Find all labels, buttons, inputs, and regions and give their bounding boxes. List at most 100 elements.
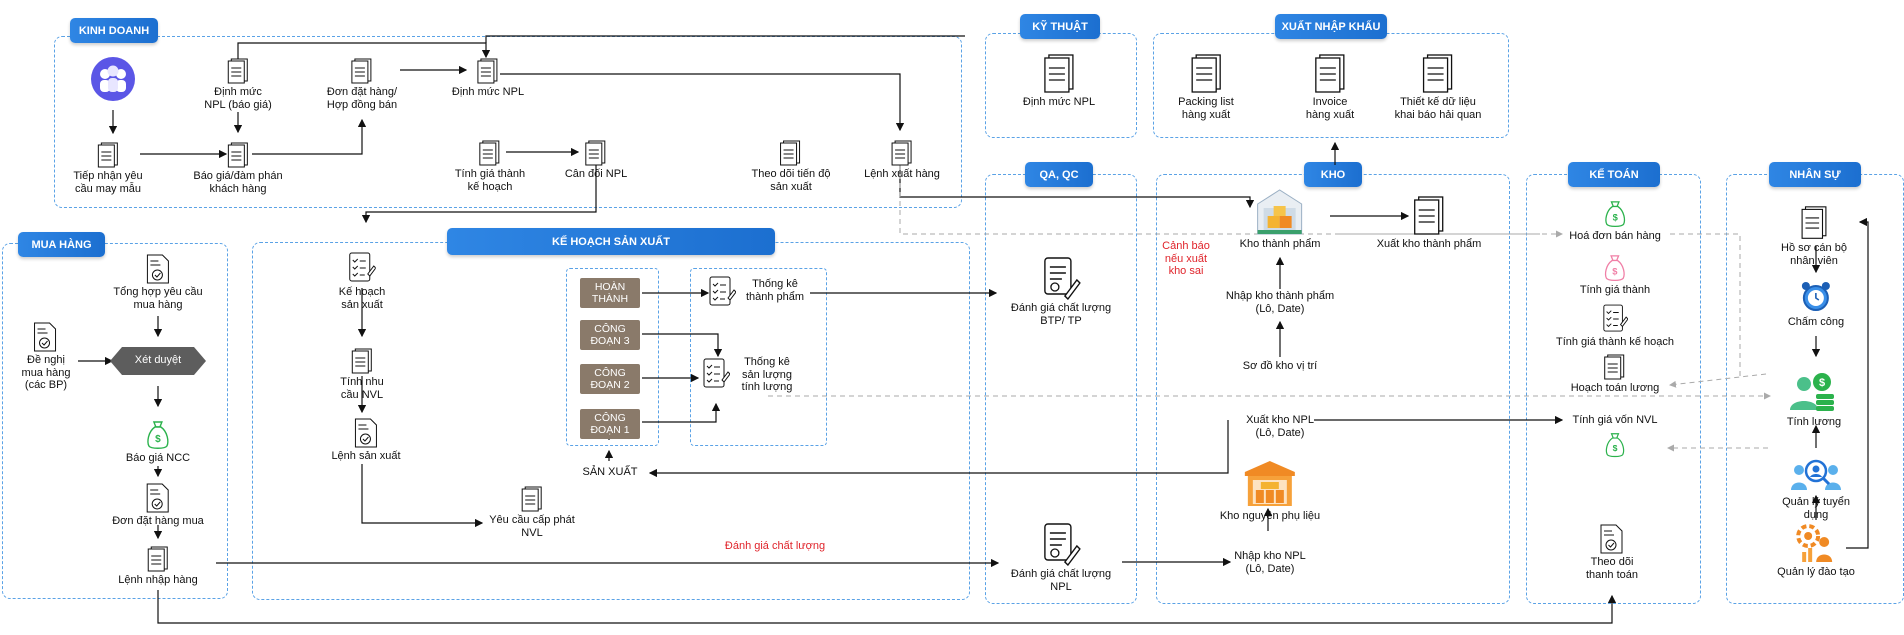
don-dat-hang-mua-node[interactable]: Đơn đặt hàng mua bbox=[112, 483, 204, 528]
theo-doi-tien-do-label: Theo dõi tiến độ sản xuất bbox=[751, 168, 831, 193]
quan-ly-dao-tao-node[interactable]: Quản lý đào tạo bbox=[1777, 522, 1855, 579]
yeu-cau-cap-phat-label: Yêu cầu cấp phát NVL bbox=[489, 514, 575, 539]
xet-duyet-decision[interactable]: Xét duyệt bbox=[110, 347, 206, 375]
thong-ke-sl-icon[interactable] bbox=[702, 358, 730, 392]
danh-gia-chat-luong-label: Đánh giá chất lượng bbox=[724, 540, 826, 552]
dg-npl-label: Đánh giá chất lượng NPL bbox=[1010, 568, 1112, 593]
document-icon bbox=[891, 140, 912, 166]
document-icon bbox=[227, 142, 248, 168]
xuat-kho-tp-node[interactable]: Xuất kho thành phẩm bbox=[1377, 196, 1481, 251]
kho-npl-node[interactable]: Kho nguyên phụ liệu bbox=[1220, 460, 1320, 523]
tinh-gia-thanh-node[interactable]: $ Tính giá thành bbox=[1580, 254, 1650, 297]
dinh-muc-npl-kd-label: Định mức NPL bbox=[451, 86, 525, 98]
ho-so-can-bo-node[interactable]: Hồ sơ cán bộ nhân viên bbox=[1769, 206, 1859, 267]
dg-btp-node[interactable]: Đánh giá chất lượng BTP/ TP bbox=[1011, 256, 1111, 327]
tinh-gia-thanh-label: Tính giá thành bbox=[1579, 284, 1651, 296]
tinh-gia-von-label: Tính giá vốn NVL bbox=[1572, 414, 1658, 426]
can-doi-npl-label: Cân đối NPL bbox=[564, 168, 628, 180]
dinh-muc-bao-gia-node[interactable]: Định mức NPL (báo giá) bbox=[204, 58, 272, 111]
quan-ly-dao-tao-label: Quản lý đào tạo bbox=[1777, 566, 1855, 578]
tag-kinh-doanh: KINH DOANH bbox=[70, 18, 158, 43]
lenh-xuat-hang-node[interactable]: Lệnh xuất hàng bbox=[864, 140, 940, 181]
tinh-luong-node[interactable]: $ Tính lương bbox=[1782, 370, 1846, 429]
de-nghi-node[interactable]: Đề nghị mua hàng (các BP) bbox=[22, 322, 70, 392]
tinh-gia-thanh-kh2-node[interactable]: Tính giá thành kế hoạch bbox=[1556, 304, 1674, 349]
ke-hoach-sx-node[interactable]: Kế hoạch sản xuất bbox=[339, 252, 385, 311]
svg-text:$: $ bbox=[1612, 267, 1618, 277]
kho-thanh-pham-label: Kho thành phẩm bbox=[1239, 238, 1321, 250]
nhap-kho-npl-label[interactable]: Nhập kho NPL (Lô, Date) bbox=[1234, 550, 1306, 575]
bao-gia-dam-phan-node[interactable]: Báo giá/đàm phán khách hàng bbox=[193, 142, 283, 195]
cham-cong-node[interactable]: Chấm công bbox=[1788, 280, 1844, 329]
bao-gia-ncc-label: Báo giá NCC bbox=[125, 452, 191, 464]
theo-doi-tien-do-node[interactable]: Theo dõi tiến độ sản xuất bbox=[751, 140, 831, 193]
lenh-xuat-hang-label: Lệnh xuất hàng bbox=[864, 168, 940, 180]
lenh-san-xuat-label: Lệnh sản xuất bbox=[331, 450, 401, 462]
document-icon bbox=[1604, 354, 1625, 380]
dinh-muc-npl-kt-label: Định mức NPL bbox=[1022, 96, 1096, 108]
invoice-node[interactable]: Invoice hàng xuất bbox=[1306, 54, 1354, 121]
hoa-don-node[interactable]: $ Hoá đơn bán hàng bbox=[1569, 200, 1661, 243]
stage-cong-doan-2[interactable]: CÔNG ĐOẠN 2 bbox=[580, 364, 640, 394]
hoach-toan-luong-label: Hoạch toán lương bbox=[1570, 382, 1660, 394]
money-bag-icon: $ bbox=[1605, 433, 1625, 458]
xuat-kho-npl-label[interactable]: Xuất kho NPL (Lô, Date) bbox=[1246, 414, 1314, 439]
dg-npl-node[interactable]: Đánh giá chất lượng NPL bbox=[1011, 522, 1111, 593]
theo-doi-thanh-toan-node[interactable]: Theo dõi thanh toán bbox=[1586, 524, 1638, 581]
stage-cong-doan-1[interactable]: CÔNG ĐOẠN 1 bbox=[580, 409, 640, 439]
so-do-kho-label[interactable]: Sơ đồ kho vị trí bbox=[1242, 360, 1318, 372]
tiep-nhan-node[interactable]: Tiếp nhận yêu cầu may mẫu bbox=[73, 142, 143, 195]
thiet-ke-du-lieu-node[interactable]: Thiết kế dữ liệu khai báo hải quan bbox=[1395, 54, 1481, 121]
ho-so-can-bo-label: Hồ sơ cán bộ nhân viên bbox=[1781, 242, 1847, 267]
checklist-icon bbox=[349, 252, 376, 282]
document-icon bbox=[479, 140, 500, 166]
recruitment-icon bbox=[1791, 459, 1841, 490]
document-icon bbox=[1191, 54, 1221, 93]
tag-ky-thuat: KỸ THUẬT bbox=[1020, 14, 1100, 39]
ke-hoach-sx-label: Kế hoạch sản xuất bbox=[338, 286, 386, 311]
checked-document-icon bbox=[146, 254, 169, 284]
nhap-kho-tp-label[interactable]: Nhập kho thành phẩm (Lô, Date) bbox=[1225, 290, 1335, 315]
stage-column-box bbox=[566, 268, 659, 446]
lenh-san-xuat-node[interactable]: Lệnh sản xuất bbox=[331, 418, 401, 463]
dinh-muc-npl-kt-node[interactable]: Định mức NPL bbox=[1023, 54, 1095, 109]
thong-ke-tp-icon[interactable] bbox=[708, 276, 736, 310]
quality-checklist-icon bbox=[1044, 523, 1081, 566]
group-mua-hang bbox=[2, 243, 228, 599]
dinh-muc-npl-kd-node[interactable]: Định mức NPL bbox=[452, 58, 524, 99]
team-icon-node bbox=[90, 56, 136, 104]
thong-ke-tp-label: Thống kê thành phẩm bbox=[745, 278, 805, 303]
checked-document-icon bbox=[354, 418, 377, 448]
stage-hoan-thanh[interactable]: HOÀN THÀNH bbox=[580, 278, 640, 308]
tiep-nhan-label: Tiếp nhận yêu cầu may mẫu bbox=[73, 170, 143, 195]
document-icon bbox=[1044, 54, 1074, 93]
tag-kho: KHO bbox=[1304, 162, 1362, 187]
document-icon bbox=[147, 546, 168, 572]
theo-doi-thanh-toan-label: Theo dõi thanh toán bbox=[1586, 556, 1638, 581]
can-doi-npl-node[interactable]: Cân đối NPL bbox=[565, 140, 627, 181]
tinh-gia-thanh-kh-node[interactable]: Tính giá thành kế hoạch bbox=[455, 140, 525, 193]
don-dat-hang-node[interactable]: Đơn đặt hàng/ Hợp đồng bán bbox=[327, 58, 397, 111]
yeu-cau-cap-phat-node[interactable]: Yêu cầu cấp phát NVL bbox=[489, 486, 575, 539]
tinh-nhu-cau-node[interactable]: Tính nhu cầu NVL bbox=[340, 348, 384, 401]
tinh-gia-thanh-kh2-label: Tính giá thành kế hoạch bbox=[1555, 336, 1675, 348]
lenh-nhap-hang-node[interactable]: Lệnh nhập hàng bbox=[118, 546, 198, 587]
xet-duyet-label: Xét duyệt bbox=[134, 354, 182, 366]
tag-qa-qc: QA, QC bbox=[1025, 162, 1093, 187]
tinh-gia-thanh-kh-label: Tính giá thành kế hoạch bbox=[454, 168, 526, 193]
packing-list-node[interactable]: Packing list hàng xuất bbox=[1178, 54, 1234, 121]
invoice-label: Invoice hàng xuất bbox=[1305, 96, 1355, 121]
quan-ly-tuyen-dung-node[interactable]: Quản lý tuyển dụng bbox=[1772, 456, 1860, 521]
stage-cong-doan-3[interactable]: CÔNG ĐOẠN 3 bbox=[580, 320, 640, 350]
tong-hop-yc-node[interactable]: Tổng hợp yêu cầu mua hàng bbox=[113, 254, 203, 311]
hoach-toan-luong-node[interactable]: Hoạch toán lương bbox=[1570, 354, 1660, 395]
tong-hop-yc-label: Tổng hợp yêu cầu mua hàng bbox=[113, 286, 203, 311]
decision-diamond-shape bbox=[110, 347, 206, 375]
bao-gia-ncc-node[interactable]: $ Báo giá NCC bbox=[126, 420, 190, 465]
raw-material-warehouse-icon bbox=[1245, 461, 1295, 506]
tinh-gia-von-node[interactable]: Tính giá vốn NVL bbox=[1573, 414, 1658, 427]
kho-thanh-pham-node[interactable]: Kho thành phẩm bbox=[1239, 186, 1321, 251]
warehouse-icon bbox=[1257, 189, 1303, 235]
don-dat-hang-mua-label: Đơn đặt hàng mua bbox=[112, 515, 204, 527]
